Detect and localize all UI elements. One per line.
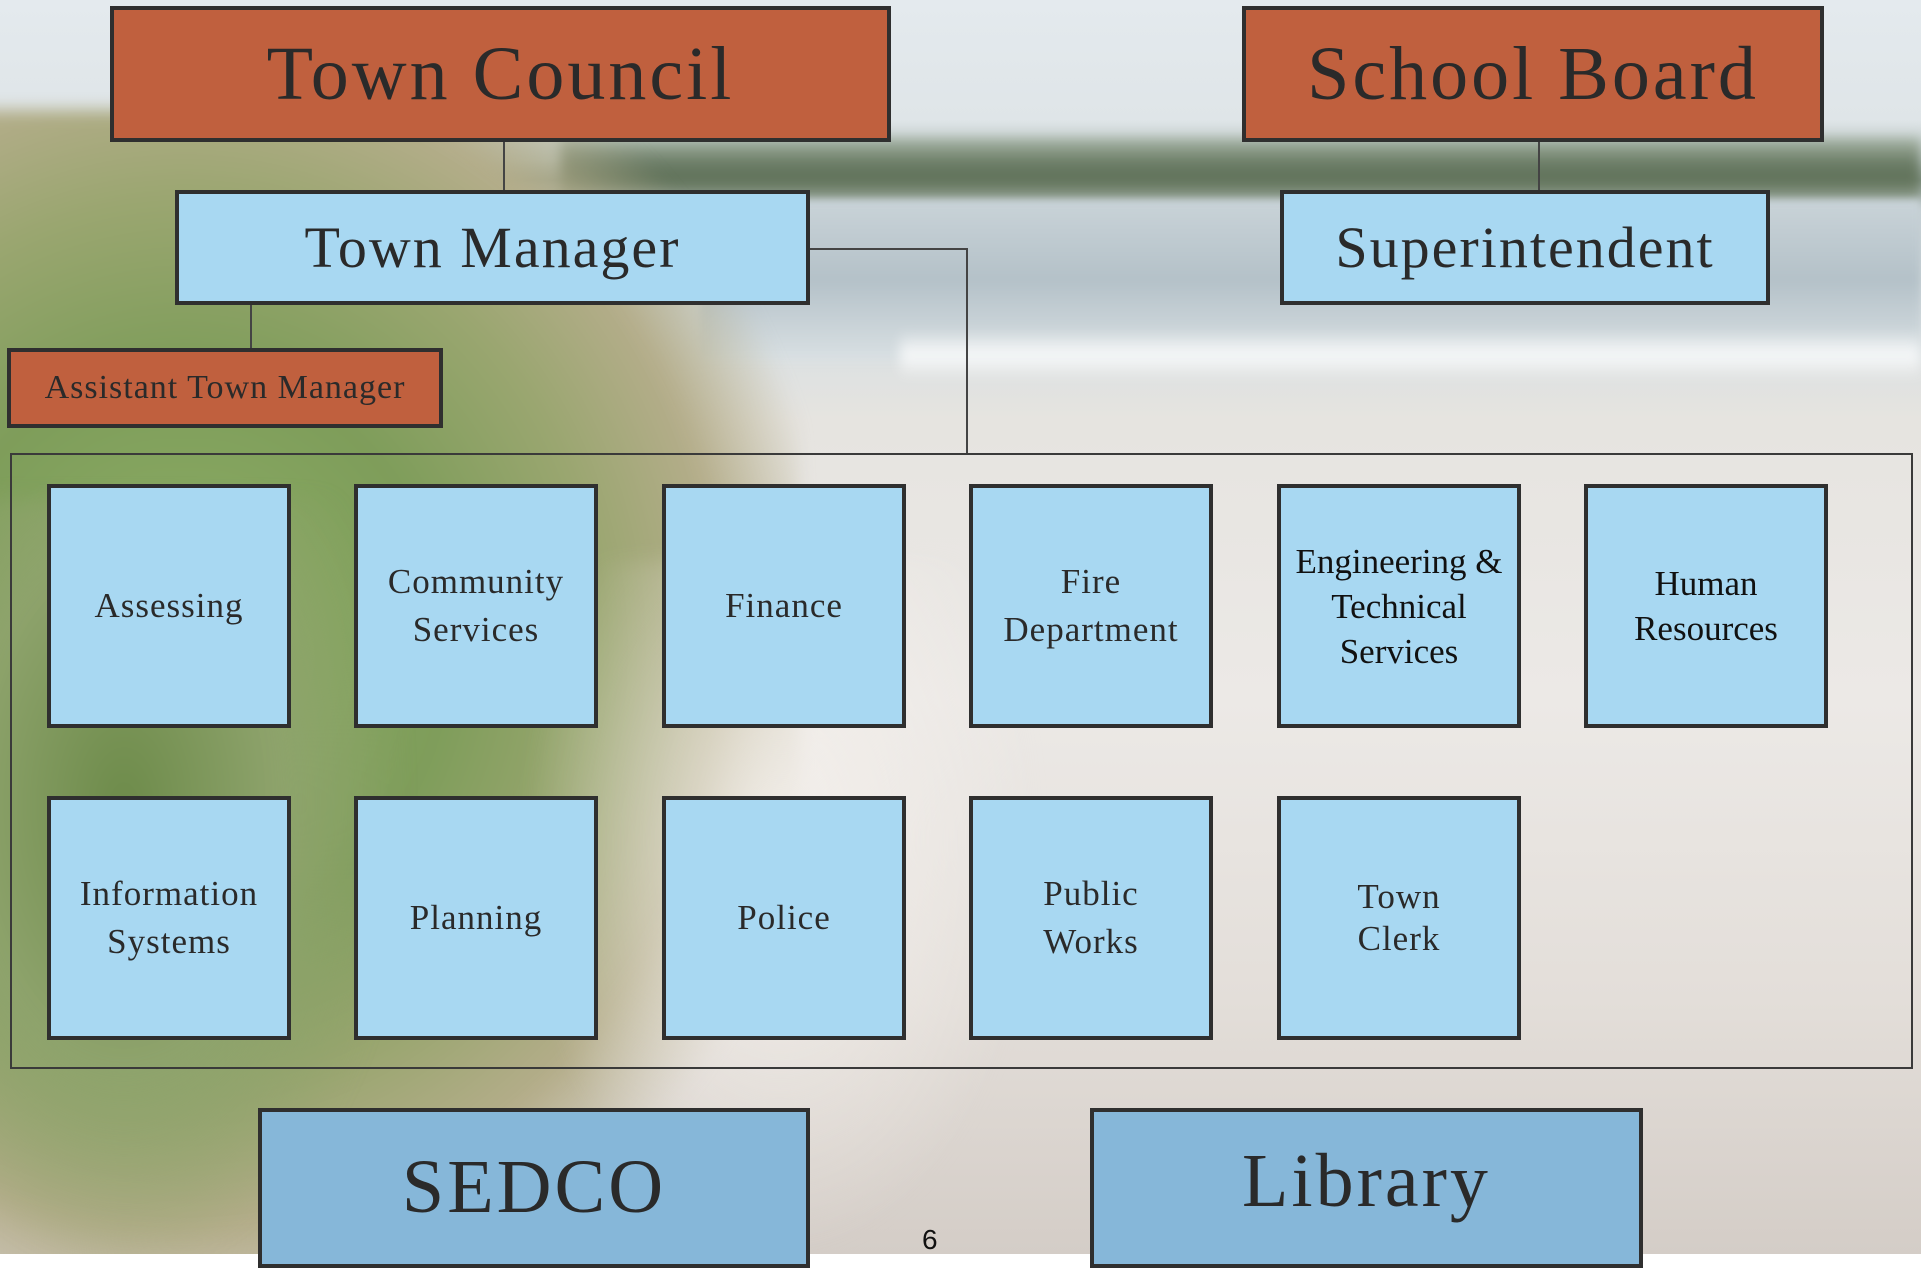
library-box: Library [1090, 1108, 1643, 1268]
department-label: Human Resources [1634, 564, 1778, 648]
town-manager-label: Town Manager [304, 215, 681, 280]
department-box-information-systems: Information Systems [47, 796, 291, 1040]
department-box-human-resources: Human Resources [1584, 484, 1828, 728]
department-box-community-services: Community Services [354, 484, 598, 728]
sedco-box: SEDCO [258, 1108, 810, 1268]
departments-group-frame [10, 453, 1913, 1069]
department-label: Engineering & Technical Services [1295, 541, 1503, 671]
department-label: Town Clerk [1357, 877, 1441, 958]
superintendent-label: Superintendent [1335, 215, 1715, 280]
department-box-finance: Finance [662, 484, 906, 728]
town-council-label: Town Council [266, 31, 735, 116]
school-board-label: School Board [1307, 31, 1759, 116]
department-box-assessing: Assessing [47, 484, 291, 728]
department-box-town-clerk: Town Clerk [1277, 796, 1521, 1040]
department-box-engineering: Engineering & Technical Services [1277, 484, 1521, 728]
connector-manager-right [810, 248, 968, 250]
department-label: Planning [409, 898, 543, 937]
department-box-public-works: Public Works [969, 796, 1213, 1040]
department-label: Information Systems [79, 874, 259, 961]
connector-manager-assistant [250, 305, 252, 351]
department-label: Community Services [387, 562, 565, 649]
department-box-planning: Planning [354, 796, 598, 1040]
department-box-fire-department: Fire Department [969, 484, 1213, 728]
department-label: Fire Department [1003, 562, 1179, 649]
sedco-label: SEDCO [401, 1145, 667, 1229]
connector-council-manager [503, 142, 505, 194]
town-manager-box: Town Manager [175, 190, 810, 305]
town-council-box: Town Council [110, 6, 891, 142]
assistant-town-manager-box: Assistant Town Manager [7, 348, 443, 428]
surf [900, 330, 1921, 380]
department-label: Assessing [94, 586, 244, 625]
department-label: Police [737, 898, 831, 937]
department-label: Finance [725, 586, 843, 625]
department-label: Public Works [1043, 874, 1139, 961]
department-box-police: Police [662, 796, 906, 1040]
library-label: Library [1242, 1139, 1491, 1223]
page-number: 6 [922, 1224, 938, 1255]
connector-manager-down [966, 248, 968, 454]
assistant-town-manager-label: Assistant Town Manager [44, 369, 406, 406]
superintendent-box: Superintendent [1280, 190, 1770, 305]
school-board-box: School Board [1242, 6, 1824, 142]
connector-board-superintendent [1538, 142, 1540, 194]
